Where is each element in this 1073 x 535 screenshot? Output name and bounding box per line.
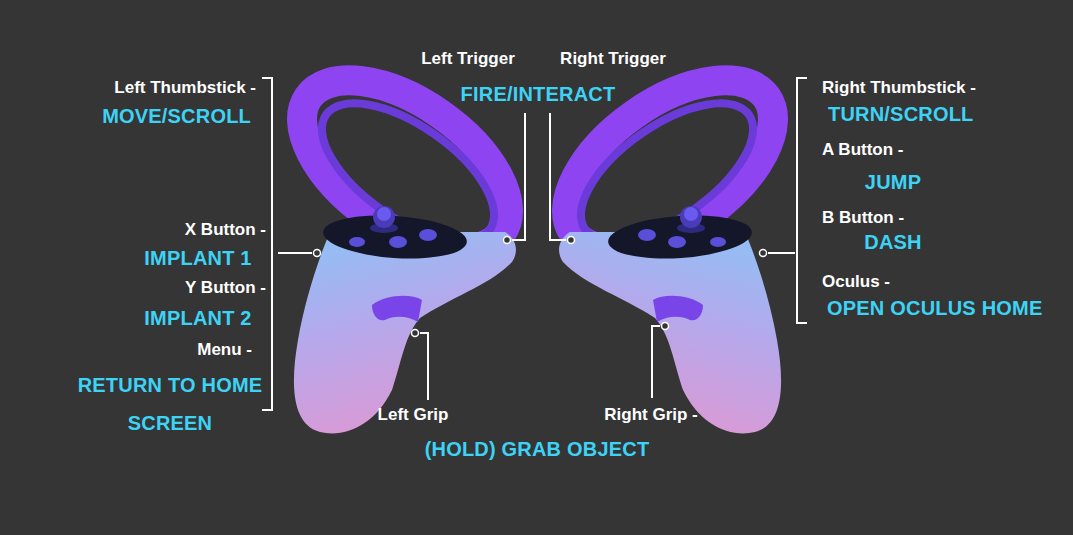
leader-dots [314, 237, 767, 337]
left-bracket [262, 78, 272, 410]
control-label: Right Trigger [560, 49, 666, 69]
action-label: RETURN TO HOME SCREEN [65, 366, 275, 442]
action-label: MOVE/SCROLL [102, 105, 251, 128]
control-label: B Button - [822, 208, 904, 228]
control-label: Menu - [197, 340, 252, 360]
action-label: TURN/SCROLL [828, 103, 974, 126]
action-label: IMPLANT 2 [144, 307, 251, 330]
action-label: JUMP [865, 171, 921, 194]
control-label: Oculus - [822, 272, 890, 292]
control-label: Right Thumbstick - [822, 78, 976, 98]
action-label: (HOLD) GRAB OBJECT [425, 438, 650, 461]
control-label: Left Grip [378, 405, 449, 425]
action-label: IMPLANT 1 [144, 247, 251, 270]
control-label: X Button - [185, 220, 266, 240]
control-label: Y Button - [185, 278, 266, 298]
action-label: FIRE/INTERACT [461, 83, 616, 106]
control-label: A Button - [822, 140, 904, 160]
control-label: Left Trigger [421, 49, 515, 69]
control-label: Left Thumbstick - [114, 78, 256, 98]
leader-lines [262, 78, 807, 410]
action-label: DASH [864, 231, 921, 254]
control-label: Right Grip - [604, 405, 697, 425]
action-label: OPEN OCULUS HOME [827, 297, 1042, 320]
right-bracket [797, 78, 807, 323]
